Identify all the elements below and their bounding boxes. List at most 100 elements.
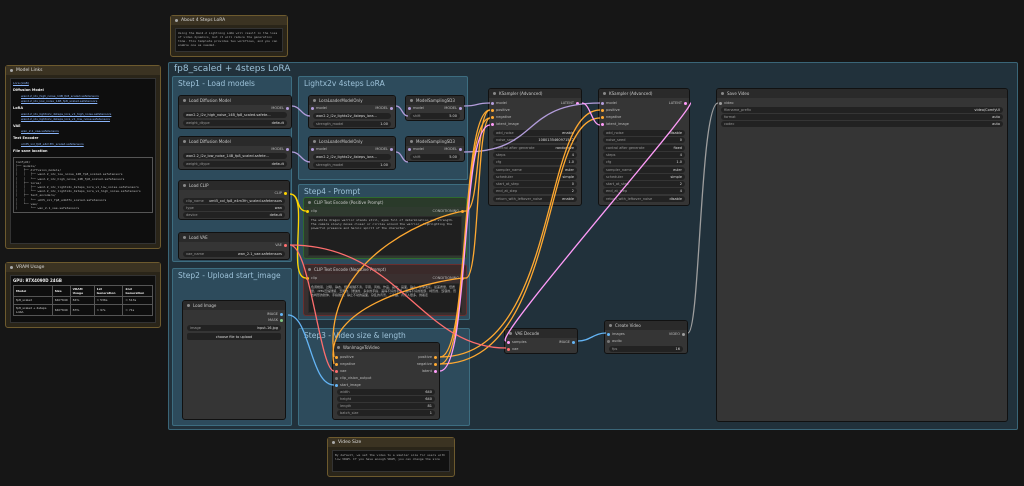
note-video-size[interactable]: Video Size By default, we set the video … bbox=[327, 437, 455, 477]
link-lora-top[interactable]: Lora (LGB) bbox=[13, 81, 29, 85]
note-about[interactable]: About 4 Steps LoRA Using the Wan2.2 Ligh… bbox=[170, 15, 288, 57]
node-vae-decode[interactable]: VAE Decode samples vae IMAGE bbox=[504, 328, 578, 354]
collapse-dot-icon[interactable] bbox=[10, 266, 13, 269]
collapse-dot-icon[interactable] bbox=[308, 201, 311, 204]
output-latent[interactable]: LATENT bbox=[561, 101, 579, 105]
note-text[interactable]: By default, we set the video to a smalle… bbox=[332, 450, 450, 472]
collapse-dot-icon[interactable] bbox=[183, 184, 186, 187]
output-latent[interactable]: latent bbox=[422, 369, 437, 373]
collapse-dot-icon[interactable] bbox=[187, 304, 190, 307]
collapse-dot-icon[interactable] bbox=[183, 236, 186, 239]
input-positive[interactable]: positive bbox=[491, 108, 510, 112]
model-link[interactable]: wan2.2_i2v_lightx2v_4steps_lora_v1_low_n… bbox=[21, 116, 110, 121]
model-link[interactable]: wan2.2_i2v_high_noise_14B_fp8_scaled.saf… bbox=[21, 93, 99, 98]
collapse-dot-icon[interactable] bbox=[337, 346, 340, 349]
input-clip-vision-output[interactable]: clip_vision_output bbox=[335, 376, 371, 380]
node-load-diffusion-model-low[interactable]: Load Diffusion Model MODEL wan2.2_i2v_lo… bbox=[178, 136, 292, 170]
collapse-dot-icon[interactable] bbox=[183, 140, 186, 143]
node-ksampler-advanced-low[interactable]: KSampler (Advanced) model positive negat… bbox=[598, 88, 690, 206]
output-model[interactable]: MODEL bbox=[375, 147, 393, 151]
input-positive[interactable]: positive bbox=[335, 355, 354, 359]
positive-prompt-textarea[interactable]: The white dragon warrior stands still, e… bbox=[308, 216, 462, 256]
lora-name-combo[interactable]: wan2.2_i2v_lightx2v_4steps_lora... bbox=[313, 154, 391, 160]
input-model[interactable]: model bbox=[311, 106, 327, 110]
output-vae[interactable]: VAE bbox=[275, 243, 287, 247]
input-model[interactable]: model bbox=[408, 147, 424, 151]
model-link[interactable]: umt5_xxl_fp8_e4m3fn_scaled.safetensors bbox=[21, 142, 84, 147]
output-positive[interactable]: positive bbox=[418, 355, 437, 359]
input-model[interactable]: model bbox=[601, 101, 617, 105]
output-video[interactable]: VIDEO bbox=[669, 332, 685, 336]
lora-name-combo[interactable]: wan2.2_i2v_lightx2v_4steps_lora... bbox=[313, 113, 391, 119]
input-clip[interactable]: clip bbox=[306, 209, 317, 213]
node-lora-loader-high[interactable]: LoraLoaderModelOnly model MODEL wan2.2_i… bbox=[308, 95, 396, 129]
model-link[interactable]: wan2.2_i2v_low_noise_14B_fp8_scaled.safe… bbox=[21, 98, 98, 103]
collapse-dot-icon[interactable] bbox=[603, 92, 606, 95]
node-load-diffusion-model-high[interactable]: Load Diffusion Model MODEL wan2.2_i2v_hi… bbox=[178, 95, 292, 129]
input-audio[interactable]: audio bbox=[607, 339, 622, 343]
output-image[interactable]: IMAGE bbox=[267, 312, 283, 316]
collapse-dot-icon[interactable] bbox=[313, 140, 316, 143]
collapse-dot-icon[interactable] bbox=[721, 92, 724, 95]
input-samples[interactable]: samples bbox=[507, 340, 527, 344]
output-conditioning[interactable]: CONDITIONING bbox=[433, 209, 464, 213]
collapse-dot-icon[interactable] bbox=[509, 332, 512, 335]
output-model[interactable]: MODEL bbox=[444, 147, 462, 151]
collapse-dot-icon[interactable] bbox=[183, 99, 186, 102]
unet-name-combo[interactable]: wan2.2_i2v_low_noise_14B_fp8_scaled.safe… bbox=[183, 153, 287, 159]
output-model[interactable]: MODEL bbox=[271, 106, 289, 110]
output-clip[interactable]: CLIP bbox=[274, 191, 287, 195]
collapse-dot-icon[interactable] bbox=[332, 441, 335, 444]
input-latent-image[interactable]: latent_image bbox=[491, 122, 519, 126]
node-lora-loader-low[interactable]: LoraLoaderModelOnly model MODEL wan2.2_i… bbox=[308, 136, 396, 170]
output-latent[interactable]: LATENT bbox=[669, 101, 687, 105]
output-conditioning[interactable]: CONDITIONING bbox=[433, 276, 464, 280]
input-images[interactable]: images bbox=[607, 332, 625, 336]
negative-prompt-textarea[interactable]: 色调艳丽，过曝，静态，细节模糊不清，字幕，风格，作品，画作，画面，静止，整体发灰… bbox=[308, 283, 462, 313]
input-latent-image[interactable]: latent_image bbox=[601, 122, 629, 126]
node-wan-image-to-video[interactable]: WanImageToVideo positive negative vae cl… bbox=[332, 342, 440, 420]
output-image[interactable]: IMAGE bbox=[559, 340, 575, 344]
output-model[interactable]: MODEL bbox=[444, 106, 462, 110]
collapse-dot-icon[interactable] bbox=[175, 19, 178, 22]
input-vae[interactable]: vae bbox=[335, 369, 346, 373]
